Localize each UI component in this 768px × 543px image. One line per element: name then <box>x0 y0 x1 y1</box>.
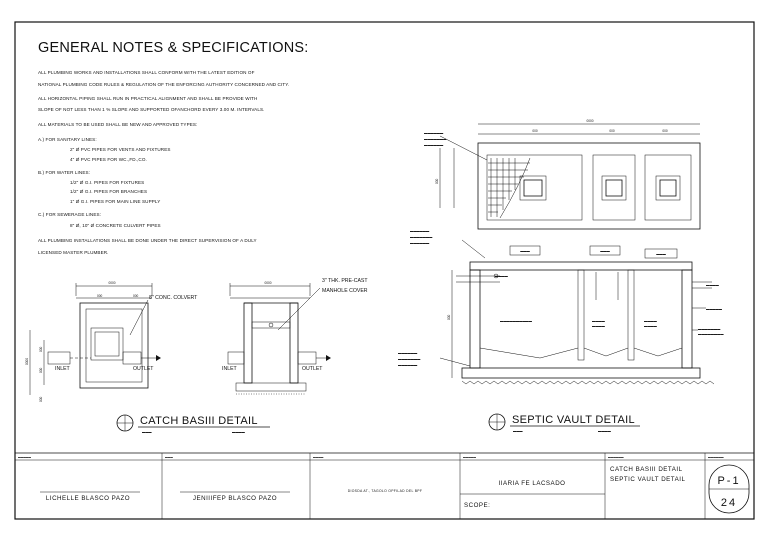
svg-text:▬▬▬▬▬▬: ▬▬▬▬▬▬ <box>410 229 430 233</box>
septic-vault-plan: 0000 000 000 000 000 <box>424 119 701 230</box>
catch-basin-plan: 0000 000 000 0000 000 000 000 INLET OUTL… <box>25 281 198 402</box>
svg-text:▬▬▬▬: ▬▬▬▬ <box>313 456 324 459</box>
note-line: ALL MATERIALS TO BE USED SHALL BE NEW AN… <box>38 122 197 127</box>
svg-text:▬▬▬▬▬▬: ▬▬▬▬▬▬ <box>708 456 724 459</box>
title-block-name: JENIIIFEP BLASCO PAZO <box>193 495 277 502</box>
notes-title: GENERAL NOTES & SPECIFICATIONS: <box>38 40 308 56</box>
svg-text:▬▬▬▬▬: ▬▬▬▬▬ <box>463 456 476 459</box>
septic-vault-title-text: SEPTIC VAULT DETAIL <box>512 414 635 426</box>
general-notes: GENERAL NOTES & SPECIFICATIONS: ALL PLUM… <box>38 40 308 255</box>
svg-text:▬▬▬: ▬▬▬ <box>142 430 152 434</box>
septic-vault-section: ▬▬▬▬▬▬ ▬▬▬▬▬▬▬ ▬▬▬▬▬▬ ▬▬▬ ▬▬▬ ▬▬▬ <box>398 229 724 385</box>
note-line: NATIONAL PLUMBING CODE RULES & REGULATIO… <box>38 82 289 87</box>
svg-text:▬▬▬▬▬▬: ▬▬▬▬▬▬ <box>424 143 444 147</box>
septic-vault-title: SEPTIC VAULT DETAIL ▬▬▬ ▬▬▬▬ <box>488 413 640 433</box>
svg-text:000: 000 <box>39 396 43 402</box>
sheet-border <box>14 21 755 520</box>
note-line: 4" Ø PVC PIPES FOR WC.,FD.,CO. <box>70 157 147 162</box>
title-block: ▬▬▬▬▬ ▬▬▬ ▬▬▬▬ ▬▬▬▬▬ ▬▬▬▬▬▬ ▬▬▬▬▬▬ LICHE… <box>15 452 754 519</box>
svg-text:▬▬▬▬: ▬▬▬▬ <box>644 319 658 323</box>
svg-text:000: 000 <box>532 129 538 133</box>
svg-text:▬▬▬▬: ▬▬▬▬ <box>592 319 606 323</box>
note-line: B.) FOR WATER LINES: <box>38 170 90 175</box>
svg-text:▬▬▬: ▬▬▬ <box>656 252 666 256</box>
svg-text:▬▬▬▬▬▬: ▬▬▬▬▬▬ <box>398 351 418 355</box>
svg-text:000: 000 <box>447 314 451 320</box>
svg-text:000: 000 <box>133 294 139 298</box>
svg-text:▬▬▬▬▬▬▬: ▬▬▬▬▬▬▬ <box>398 357 421 361</box>
svg-text:▬▬▬▬: ▬▬▬▬ <box>706 283 720 287</box>
title-block-name: IIARIA FE LACSADO <box>499 480 566 487</box>
svg-text:▬▬▬▬: ▬▬▬▬ <box>644 324 658 328</box>
catch-basin-title: CATCH BASIII DETAIL ▬▬▬ ▬▬▬▬ <box>116 414 270 434</box>
svg-text:▬▬▬▬▬▬: ▬▬▬▬▬▬ <box>398 363 418 367</box>
sheet-contents: CATCH BASIII DETAIL <box>610 466 683 473</box>
note-line: C.) FOR SEWERAGE LINES: <box>38 212 101 217</box>
sheet-number: P-1 <box>717 475 740 487</box>
svg-text:▬▬▬▬▬▬: ▬▬▬▬▬▬ <box>424 131 444 135</box>
scope-label: SCOPE: <box>464 502 490 509</box>
svg-text:▬▬▬▬▬▬▬: ▬▬▬▬▬▬▬ <box>424 137 447 141</box>
note-line: A.) FOR SANITARY LINES: <box>38 137 97 142</box>
catch-basin-title-text: CATCH BASIII DETAIL <box>140 415 258 427</box>
outlet-label: OUTLET <box>302 366 323 372</box>
svg-text:▬▬▬▬▬: ▬▬▬▬▬ <box>18 456 31 459</box>
svg-text:0000: 0000 <box>586 119 593 123</box>
svg-text:▬▬▬▬▬▬▬▬: ▬▬▬▬▬▬▬▬ <box>698 332 724 336</box>
svg-text:▬▬▬▬▬▬: ▬▬▬▬▬▬ <box>608 456 624 459</box>
inlet-label: INLET <box>222 366 238 372</box>
inlet-label: INLET <box>55 366 71 372</box>
outlet-label: OUTLET <box>133 366 154 372</box>
note-line: 1" Ø G.I. PIPES FOR MAIN LINE SUPPLY <box>70 199 160 204</box>
note-line: ALL HORIZONTAL PIPING SHALL RUN IN PRACT… <box>38 96 257 101</box>
svg-text:000: 000 <box>97 294 103 298</box>
svg-text:000: 000 <box>609 129 615 133</box>
svg-text:▬▬▬: ▬▬▬ <box>165 456 173 459</box>
note-line: 2" Ø PVC PIPES FOR VENTS AND FIXTURES <box>70 147 171 152</box>
svg-text:▬▬▬: ▬▬▬ <box>513 429 523 433</box>
svg-text:▬▬▬▬: ▬▬▬▬ <box>232 430 246 434</box>
note-line: ALL PLUMBING WORKS AND INSTALLATIONS SHA… <box>38 70 255 75</box>
svg-text:000: 000 <box>662 129 668 133</box>
culvert-label: 8" CONC. COLVERT <box>149 295 198 301</box>
svg-text:0000: 0000 <box>264 281 271 285</box>
svg-text:0000: 0000 <box>25 358 29 365</box>
svg-text:000: 000 <box>39 346 43 352</box>
title-block-name: DIOSDA AT., TAGOLO OPFILAD DEL BPF <box>348 489 423 493</box>
svg-text:▬▬▬▬: ▬▬▬▬ <box>592 324 606 328</box>
svg-text:0000: 0000 <box>108 281 115 285</box>
catch-basin-section: 0000 INLET OUTLET 3" THK. PRE-CAST MANHO… <box>222 278 368 395</box>
note-line: SLOPE OF NOT LESS THAN 1 % SLOPE AND SUP… <box>38 107 265 112</box>
note-line: LICENSED MASTER PLUMBER. <box>38 250 109 255</box>
svg-text:▬▬▬▬▬▬▬: ▬▬▬▬▬▬▬ <box>410 235 433 239</box>
svg-text:▬▬▬▬▬▬: ▬▬▬▬▬▬ <box>410 241 430 245</box>
cover-label: 3" THK. PRE-CAST <box>322 278 368 284</box>
svg-text:▬▬▬▬: ▬▬▬▬ <box>495 274 509 278</box>
sheet-contents: SEPTIC VAULT DETAIL <box>610 476 685 483</box>
note-line: ALL PLUMBING INSTALLATIONS SHALL BE DONE… <box>38 238 257 243</box>
note-line: 1/2" Ø G.I. PIPES FOR BRANCHES <box>70 189 147 194</box>
svg-text:▬▬▬▬▬▬▬▬▬▬: ▬▬▬▬▬▬▬▬▬▬ <box>500 319 533 323</box>
note-line: 1/2" Ø G.I. PIPES FOR FIXTURES <box>70 180 144 185</box>
svg-text:▬▬▬: ▬▬▬ <box>600 249 610 253</box>
svg-text:000: 000 <box>39 367 43 373</box>
cover-label: MANHOLE COVER <box>322 288 368 294</box>
note-line: 8" Ø, 10" Ø CONCRETE CULVERT PIPES <box>70 223 161 228</box>
svg-text:▬▬▬: ▬▬▬ <box>520 249 530 253</box>
svg-text:▬▬▬▬▬: ▬▬▬▬▬ <box>706 307 723 311</box>
svg-text:000: 000 <box>435 178 439 184</box>
title-block-name: LICHELLE BLASCO PAZO <box>46 495 130 502</box>
svg-text:▬▬▬▬: ▬▬▬▬ <box>598 429 612 433</box>
svg-text:▬▬▬▬▬▬▬: ▬▬▬▬▬▬▬ <box>698 327 721 331</box>
sheet-total: 24 <box>721 497 737 509</box>
